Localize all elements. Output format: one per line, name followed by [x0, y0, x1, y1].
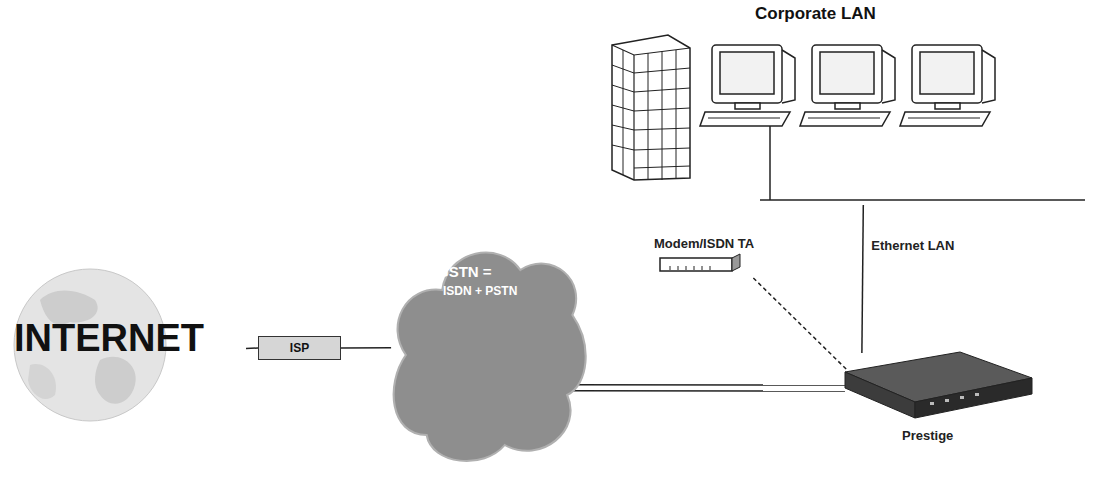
network-cloud: GSTN = ISDN + PSTN: [385, 235, 588, 470]
modem-device: [660, 254, 740, 271]
device-label: Prestige: [902, 428, 1044, 443]
edge-label: Ethernet LAN: [869, 238, 956, 253]
connector-line: [862, 205, 863, 353]
isp-label: ISP: [259, 341, 340, 355]
cloud-subtitle: ISDN + PSTN: [443, 284, 588, 298]
prestige-device: Prestige: [830, 350, 1044, 450]
group-title: Corporate LAN: [755, 4, 1094, 24]
device-label: Modem/ISDN TA: [654, 236, 809, 251]
connector-line: [570, 384, 845, 386]
modem-isdn-ta: Modem/ISDN TA: [650, 235, 809, 278]
connector-line: [570, 390, 845, 392]
connector-line: [246, 347, 258, 349]
connector-line: [341, 347, 391, 349]
lan-bus: [760, 126, 1085, 200]
workstation-computers: [700, 45, 995, 126]
internet-globe: INTERNET: [10, 265, 246, 431]
isp-box: ISP: [258, 336, 341, 360]
office-building: [612, 35, 690, 180]
internet-label: INTERNET: [14, 317, 246, 360]
connector-line: [753, 278, 847, 370]
prestige-router: [845, 352, 1032, 418]
corporate-lan: Corporate LAN: [600, 0, 1094, 205]
cloud-title: GSTN =: [437, 263, 588, 280]
